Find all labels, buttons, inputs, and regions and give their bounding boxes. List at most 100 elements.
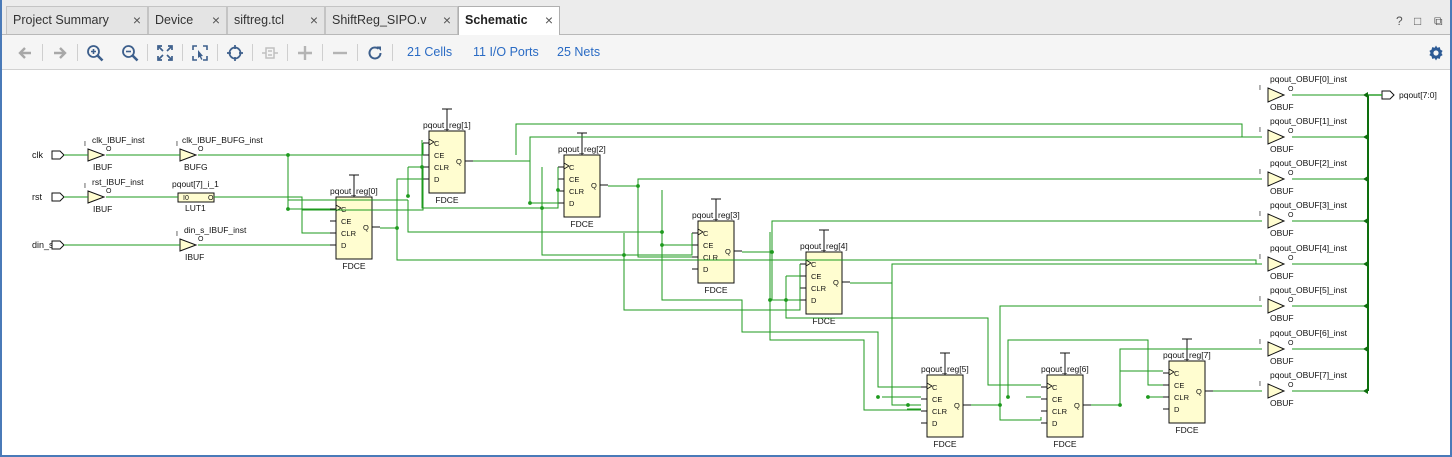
net-junction xyxy=(876,395,880,399)
buffer-type-label: IBUF xyxy=(93,162,112,172)
zoom-in-icon[interactable] xyxy=(84,42,106,64)
flop-pqout_reg4[interactable] xyxy=(800,229,850,315)
zoom-selection-icon[interactable] xyxy=(189,42,211,64)
net-wire xyxy=(769,232,921,411)
gear-icon[interactable] xyxy=(1425,42,1447,64)
pin-label: O xyxy=(198,146,204,153)
obuf-0 xyxy=(1267,87,1286,103)
forward-arrow-icon[interactable] xyxy=(49,42,71,64)
tab-project-summary[interactable]: Project Summary× xyxy=(6,6,148,34)
pin-label: I xyxy=(176,141,178,148)
flop-pqout_reg2[interactable] xyxy=(558,132,608,218)
float-icon[interactable]: ⧉ xyxy=(1434,14,1443,28)
flop-type-label: FDCE xyxy=(933,439,956,449)
net-wire xyxy=(214,196,330,234)
collapse-icon[interactable] xyxy=(259,42,281,64)
flop-pqout_reg3[interactable] xyxy=(692,198,742,284)
toolbar-separator xyxy=(252,44,253,61)
tab-close-icon[interactable]: × xyxy=(544,12,553,28)
pin-label: Q xyxy=(833,278,839,287)
io-ports-link[interactable]: 11 I/O Ports xyxy=(473,45,539,59)
pin-label: CLR xyxy=(569,187,585,196)
pin-label: CLR xyxy=(811,284,827,293)
bus-tap xyxy=(1363,388,1368,394)
back-arrow-icon[interactable] xyxy=(14,42,36,64)
flop-body xyxy=(428,130,466,194)
pin-label: I xyxy=(1259,254,1261,261)
pin-label: C xyxy=(434,139,440,148)
toolbar-separator xyxy=(357,44,358,61)
flop-instance-label: pqout_reg[4] xyxy=(800,241,848,251)
obuf-instance-label: pqout_OBUF[2]_inst xyxy=(1270,158,1348,168)
cells-link[interactable]: 21 Cells xyxy=(407,45,453,59)
flop-pqout_reg1[interactable] xyxy=(423,108,473,194)
net-wire xyxy=(785,276,1041,386)
tab-device[interactable]: Device × xyxy=(148,6,227,34)
pin-label: C xyxy=(1174,369,1180,378)
pin-label: D xyxy=(811,296,817,305)
pin-label: Q xyxy=(954,401,960,410)
pin-label: C xyxy=(1052,383,1058,392)
pin-label: O xyxy=(1288,128,1294,135)
tab-siftreg-tcl[interactable]: siftreg.tcl × xyxy=(227,6,325,34)
pin-label: D xyxy=(1174,405,1180,414)
toolbar-separator xyxy=(77,44,78,61)
pin-label: CE xyxy=(569,175,579,184)
pin-label: C xyxy=(811,260,817,269)
schematic-canvas[interactable]: CCECLRDQpqout_reg[0]FDCECCECLRDQpqout_re… xyxy=(2,70,1450,454)
pin-label: Q xyxy=(1074,401,1080,410)
restore-icon[interactable]: □ xyxy=(1414,14,1422,28)
toolbar-separator xyxy=(217,44,218,61)
buffer-clk_IBUF_BUFG_inst xyxy=(179,148,198,162)
tab-label: siftreg.tcl xyxy=(234,13,285,27)
tab-close-icon[interactable]: × xyxy=(442,12,451,28)
tab-close-icon[interactable]: × xyxy=(309,12,318,28)
clock-pin-marker xyxy=(1046,382,1053,390)
obuf-instance-label: pqout_OBUF[5]_inst xyxy=(1270,285,1348,295)
help-icon[interactable]: ? xyxy=(1396,14,1403,28)
net-wire xyxy=(473,160,558,204)
flop-pqout_reg7[interactable] xyxy=(1163,338,1213,424)
flop-pqout_reg0[interactable] xyxy=(330,174,380,260)
add-icon[interactable] xyxy=(294,42,316,64)
buffer-type-label: IBUF xyxy=(185,252,204,262)
clock-pin-marker xyxy=(428,138,435,146)
tab-schematic[interactable]: Schematic× xyxy=(458,6,560,35)
fit-view-icon[interactable] xyxy=(154,42,176,64)
zoom-out-icon[interactable] xyxy=(119,42,141,64)
flop-type-label: FDCE xyxy=(1053,439,1076,449)
input-port-label: rst xyxy=(32,192,42,202)
pin-label: C xyxy=(569,163,575,172)
tab-close-icon[interactable]: × xyxy=(211,12,220,28)
buffer-type-label: BUFG xyxy=(184,162,208,172)
pin-label: O xyxy=(1288,86,1294,93)
auto-fit-icon[interactable] xyxy=(224,42,246,64)
buffer-instance-label: rst_IBUF_inst xyxy=(92,177,144,187)
flop-body xyxy=(563,154,601,218)
pin-label: CE xyxy=(341,217,351,226)
nets-link[interactable]: 25 Nets xyxy=(557,45,601,59)
net-junction xyxy=(660,230,664,234)
buffer-type-label: IBUF xyxy=(93,204,112,214)
tab-close-icon[interactable]: × xyxy=(132,12,141,28)
obuf-type-label: OBUF xyxy=(1270,228,1294,238)
bus-tap xyxy=(1363,261,1368,267)
net-junction xyxy=(556,188,560,192)
input-port-clk xyxy=(51,150,65,160)
remove-icon[interactable] xyxy=(329,42,351,64)
tab-shiftreg-sipo-v[interactable]: ShiftReg_SIPO.v× xyxy=(325,6,458,34)
input-port-din_s xyxy=(51,240,65,250)
pin-label: D xyxy=(341,241,347,250)
net-junction xyxy=(906,403,910,407)
refresh-icon[interactable] xyxy=(364,42,386,64)
pin-label: Q xyxy=(725,247,731,256)
flop-pqout_reg5[interactable] xyxy=(921,352,971,438)
tab-label: Device xyxy=(155,13,194,27)
flop-instance-label: pqout_reg[1] xyxy=(423,120,471,130)
net-wire xyxy=(1007,339,1163,397)
net-wire xyxy=(515,123,1262,155)
net-wire xyxy=(891,283,921,406)
flop-instance-label: pqout_reg[7] xyxy=(1163,350,1211,360)
flop-instance-label: pqout_reg[3] xyxy=(692,210,740,220)
flop-pqout_reg6[interactable] xyxy=(1041,352,1091,438)
